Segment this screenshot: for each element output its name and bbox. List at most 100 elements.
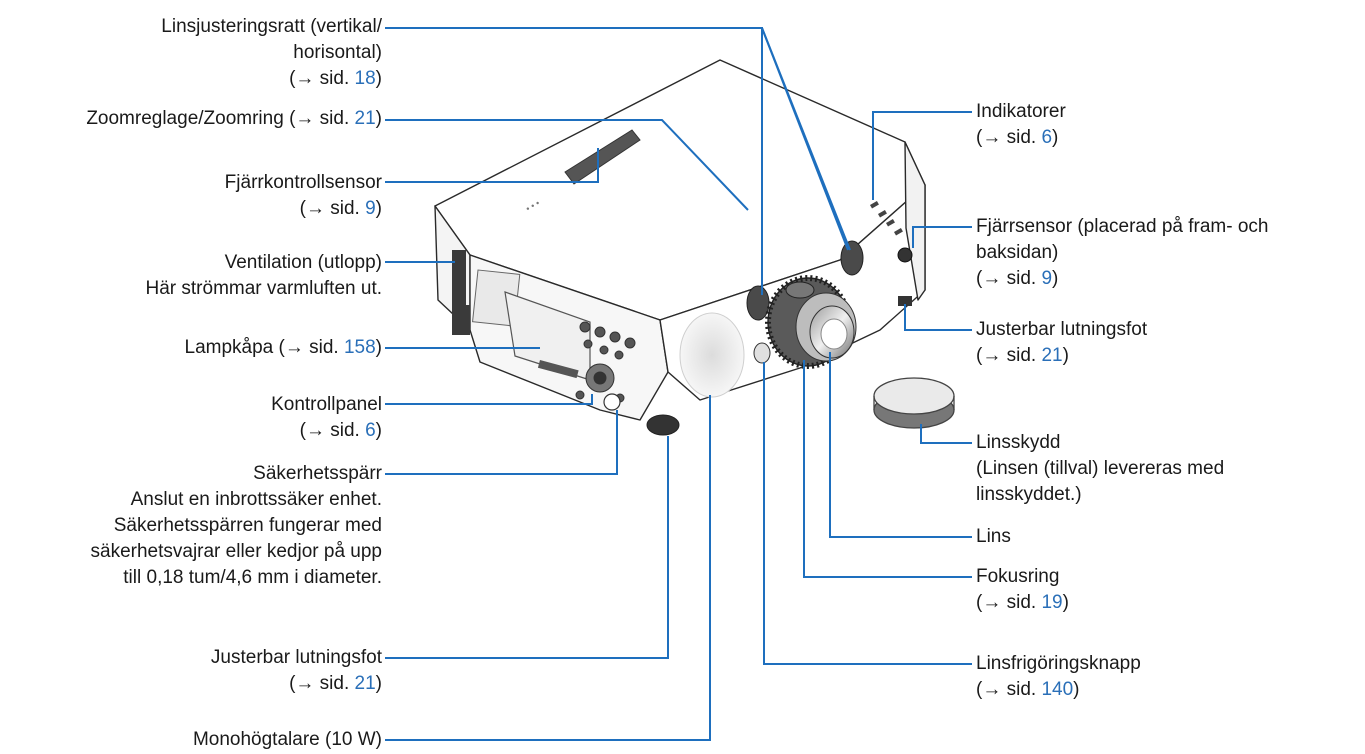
control-panel-buttons — [575, 321, 636, 403]
ref-prefix: (→ sid. — [299, 198, 366, 219]
ref-suffix: ) — [1062, 345, 1069, 366]
rear-tilt-foot — [646, 414, 680, 436]
label-tilt-foot-left: Justerbar lutningsfot (→ sid. 21) — [211, 645, 382, 697]
ref-page-link[interactable]: 19 — [1041, 592, 1063, 613]
label-lens-shift-line2: horisontal) — [293, 42, 382, 63]
label-focus-line1: Fokusring — [976, 566, 1060, 587]
ref-page-link[interactable]: 140 — [1041, 679, 1074, 700]
label-remote-front-line1: Fjärrsensor (placerad på fram- och — [976, 216, 1269, 237]
ref-page-link[interactable]: 18 — [354, 68, 376, 89]
label-lens-release: Linsfrigöringsknapp (→ sid. 140) — [976, 651, 1141, 703]
lamp-cover-latch — [537, 360, 579, 379]
label-lens-cap: Linsskydd (Linsen (tillval) levereras me… — [976, 430, 1224, 508]
ref-prefix: (→ sid. — [976, 345, 1042, 366]
label-indicators-ref: (→ sid. 6) — [976, 125, 1066, 151]
ref-prefix: (→ sid. — [976, 127, 1042, 148]
ref-page-link[interactable]: 158 — [343, 337, 376, 358]
ref-prefix: (→ sid. — [299, 420, 366, 441]
label-control-panel-ref: (→ sid. 6) — [271, 418, 382, 444]
lens-release-button-mark — [753, 342, 771, 364]
label-security-line4: säkerhetsvajrar eller kedjor på upp — [90, 541, 383, 562]
ref-prefix: (→ sid. — [289, 68, 355, 89]
ref-prefix: (→ sid. — [976, 592, 1042, 613]
label-lamp-cover: Lampkåpa (→ sid. 158) — [185, 335, 383, 361]
ref-suffix: ) — [375, 108, 382, 129]
label-focus-ref: (→ sid. 19) — [976, 590, 1069, 616]
label-security-line3: Säkerhetsspärren fungerar med — [113, 515, 382, 536]
label-remote-sensor-top-line1: Fjärrkontrollsensor — [224, 172, 382, 193]
ref-prefix: (→ sid. — [976, 679, 1042, 700]
ref-suffix: ) — [375, 198, 382, 219]
label-tilt-right-ref: (→ sid. 21) — [976, 343, 1147, 369]
leader-lens-shift-c — [761, 27, 851, 251]
lens-cap — [873, 377, 955, 429]
label-indicators: Indikatorer (→ sid. 6) — [976, 99, 1066, 151]
label-lens-release-line1: Linsfrigöringsknapp — [976, 653, 1141, 674]
leader-remote-top — [385, 148, 599, 183]
ventilation-grille — [452, 250, 470, 335]
ref-page-link[interactable]: 6 — [1041, 127, 1053, 148]
label-lens-shift: Linsjusteringsratt (vertikal/ horisontal… — [161, 14, 382, 92]
leader-tilt-right — [904, 304, 972, 331]
label-lens-cap-line3: linsskyddet.) — [976, 484, 1082, 505]
label-remote-sensor-front: Fjärrsensor (placerad på fram- och baksi… — [976, 214, 1269, 292]
ref-suffix: ) — [375, 337, 382, 358]
leader-zoom — [385, 119, 749, 211]
label-speaker: Monohögtalare (10 W) — [193, 727, 382, 753]
indicator-lights — [870, 200, 903, 236]
zoom-ring — [785, 281, 815, 299]
leader-lens-release — [763, 362, 972, 665]
ref-prefix: (→ sid. — [289, 673, 355, 694]
label-zoom-text: Zoomreglage/Zoomring (→ sid. — [86, 108, 355, 129]
ref-page-link[interactable]: 9 — [365, 198, 376, 219]
label-remote-front-line2: baksidan) — [976, 242, 1059, 263]
leader-security — [385, 410, 618, 475]
ref-page-link[interactable]: 21 — [354, 108, 376, 129]
label-tilt-left-ref: (→ sid. 21) — [211, 671, 382, 697]
leader-speaker — [385, 395, 711, 741]
front-remote-sensor — [897, 247, 913, 263]
ref-suffix: ) — [375, 420, 382, 441]
label-lens-shift-ref: (→ sid. 18) — [161, 66, 382, 92]
label-ventilation-line2: Här strömmar varmluften ut. — [145, 278, 383, 299]
label-zoom: Zoomreglage/Zoomring (→ sid. 21) — [86, 106, 382, 132]
ref-page-link[interactable]: 21 — [1041, 345, 1063, 366]
ref-prefix: (→ sid. — [976, 268, 1042, 289]
label-lens-release-ref: (→ sid. 140) — [976, 677, 1141, 703]
ref-suffix: ) — [375, 68, 382, 89]
ref-suffix: ) — [1052, 268, 1059, 289]
label-lens: Lins — [976, 524, 1011, 550]
leader-control-panel — [385, 394, 593, 405]
projector-front-right — [904, 141, 926, 301]
label-focus-ring: Fokusring (→ sid. 19) — [976, 564, 1069, 616]
label-lens-shift-line1: Linsjusteringsratt (vertikal/ — [161, 16, 382, 37]
label-indicators-line1: Indikatorer — [976, 101, 1066, 122]
label-security-line5: till 0,18 tum/4,6 mm i diameter. — [123, 567, 382, 588]
ref-page-link[interactable]: 6 — [365, 420, 376, 441]
ref-suffix: ) — [1062, 592, 1069, 613]
ref-page-link[interactable]: 9 — [1041, 268, 1053, 289]
label-speaker-line1: Monohögtalare (10 W) — [192, 729, 382, 750]
label-lens-cap-line1: Linsskydd — [976, 432, 1061, 453]
lens-shift-dial-right — [840, 240, 864, 276]
security-slot-mark — [603, 393, 621, 411]
label-lens-line1: Lins — [976, 526, 1011, 547]
label-control-panel: Kontrollpanel (→ sid. 6) — [271, 392, 382, 444]
ref-page-link[interactable]: 21 — [354, 673, 376, 694]
ref-suffix: ) — [375, 673, 382, 694]
front-tilt-foot — [898, 296, 912, 306]
label-security-line2: Anslut en inbrottssäker enhet. — [130, 489, 382, 510]
projector-illustration — [434, 59, 926, 421]
leader-lens-cap — [920, 424, 972, 444]
label-lens-cap-line2: (Linsen (tillval) levereras med — [976, 458, 1225, 479]
leader-lens — [829, 352, 972, 538]
label-ventilation-line1: Ventilation (utlopp) — [224, 252, 382, 273]
leader-lines — [385, 27, 972, 741]
ref-suffix: ) — [1073, 679, 1080, 700]
label-remote-sensor-top: Fjärrkontrollsensor (→ sid. 9) — [225, 170, 382, 222]
label-tilt-left-line1: Justerbar lutningsfot — [210, 647, 382, 668]
label-remote-sensor-top-ref: (→ sid. 9) — [225, 196, 382, 222]
ref-suffix: ) — [1052, 127, 1059, 148]
label-remote-front-ref: (→ sid. 9) — [976, 266, 1269, 292]
